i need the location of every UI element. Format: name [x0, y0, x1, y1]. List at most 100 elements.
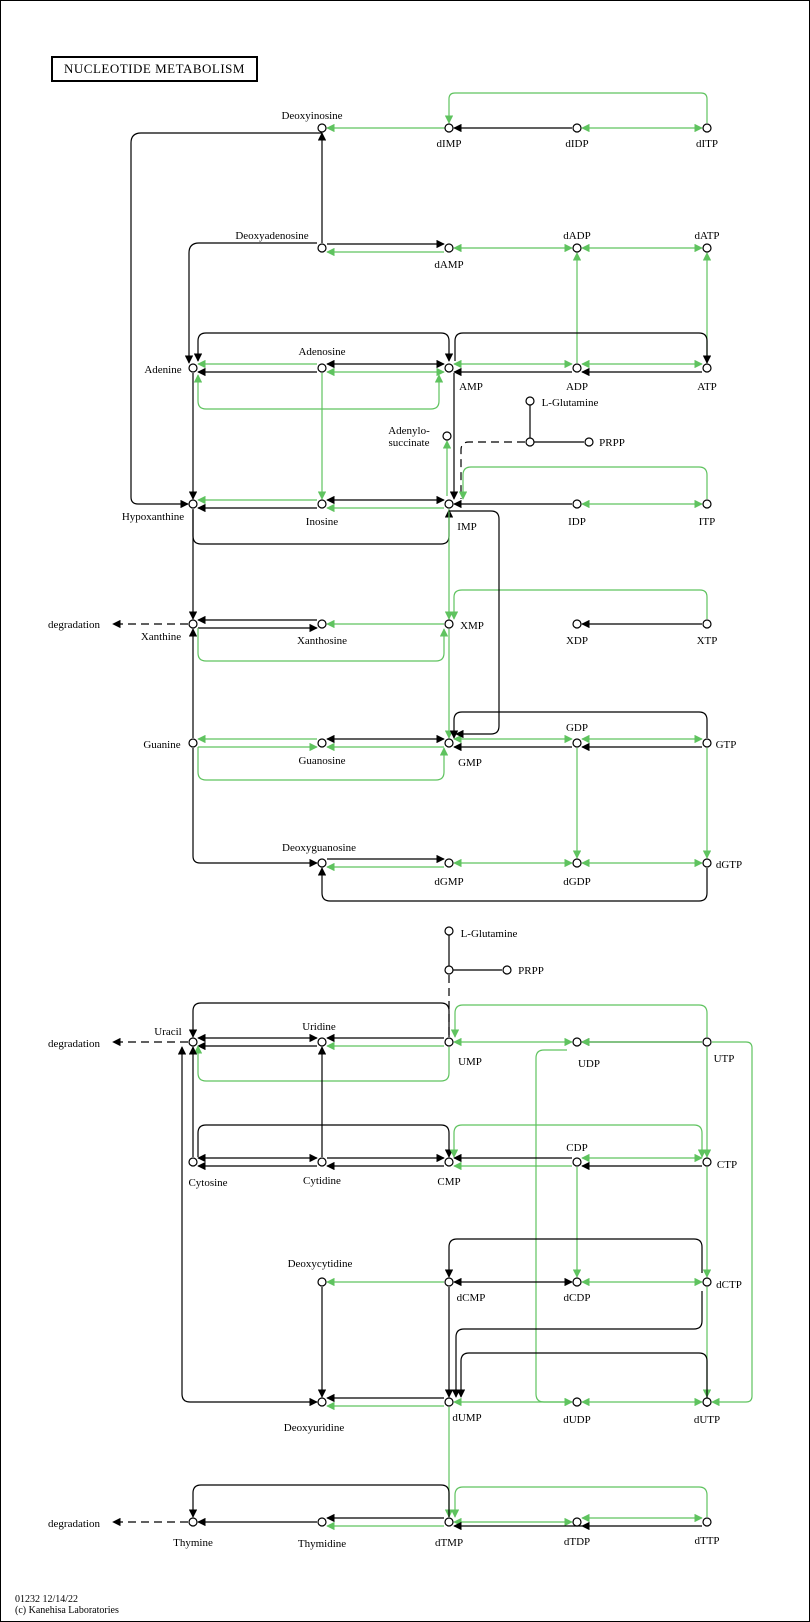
gdp-node[interactable] — [572, 738, 582, 748]
dimp-node[interactable] — [444, 123, 454, 133]
reaction-arrow[interactable] — [450, 1486, 708, 1518]
gdp-label[interactable]: GDP — [566, 722, 588, 734]
thymine-node[interactable] — [188, 1517, 198, 1527]
dump-node[interactable] — [444, 1397, 454, 1407]
ctp-label[interactable]: CTP — [717, 1159, 737, 1171]
degradation-3-label[interactable]: degradation — [48, 1518, 100, 1530]
ctp-node[interactable] — [702, 1157, 712, 1167]
dgdp-node[interactable] — [572, 858, 582, 868]
deoxyuridine-label[interactable]: Deoxyuridine — [284, 1422, 345, 1434]
xanthosine-node[interactable] — [317, 619, 327, 629]
reaction-arrow[interactable] — [177, 1046, 318, 1407]
utp-label[interactable]: UTP — [714, 1053, 735, 1065]
dgtp-node[interactable] — [702, 858, 712, 868]
deoxyinosine-label[interactable]: Deoxyinosine — [281, 110, 342, 122]
itp-node[interactable] — [702, 499, 712, 509]
cytidine-node[interactable] — [317, 1157, 327, 1167]
reaction-arrow[interactable] — [197, 1124, 454, 1158]
dadp-label[interactable]: dADP — [563, 230, 591, 242]
thymidine-node[interactable] — [317, 1517, 327, 1527]
guanosine-node[interactable] — [317, 738, 327, 748]
reaction-arrow[interactable] — [197, 628, 449, 662]
xmp-label[interactable]: XMP — [460, 620, 484, 632]
dgmp-label[interactable]: dGMP — [434, 876, 463, 888]
dudp-label[interactable]: dUDP — [563, 1414, 591, 1426]
gmp-label[interactable]: GMP — [458, 757, 482, 769]
reaction-arrow[interactable] — [449, 510, 500, 739]
deoxycytidine-node[interactable] — [317, 1277, 327, 1287]
adenine-label[interactable]: Adenine — [144, 364, 181, 376]
xtp-label[interactable]: XTP — [697, 635, 718, 647]
cmp-node[interactable] — [444, 1157, 454, 1167]
xanthine-label[interactable]: Xanthine — [141, 631, 181, 643]
ditp-label[interactable]: dITP — [696, 138, 718, 150]
dctp-node[interactable] — [702, 1277, 712, 1287]
dctp-label[interactable]: dCTP — [716, 1279, 742, 1291]
deoxyuridine-node[interactable] — [317, 1397, 327, 1407]
cdp-label[interactable]: CDP — [566, 1142, 587, 1154]
dump-label[interactable]: dUMP — [452, 1412, 481, 1424]
xdp-node[interactable] — [572, 619, 582, 629]
xanthosine-label[interactable]: Xanthosine — [297, 635, 347, 647]
guanosine-label[interactable]: Guanosine — [298, 755, 345, 767]
adenine-node[interactable] — [188, 363, 198, 373]
deoxyadenosine-node[interactable] — [317, 243, 327, 253]
prpp2-node[interactable] — [502, 965, 512, 975]
reaction-arrow[interactable] — [535, 1049, 573, 1407]
adenylo-2-label[interactable]: succinate — [389, 437, 430, 449]
uridine-node[interactable] — [317, 1037, 327, 1047]
dimp-label[interactable]: dIMP — [436, 138, 461, 150]
cytosine-node[interactable] — [188, 1157, 198, 1167]
xmp-node[interactable] — [444, 619, 454, 629]
reaction-arrow[interactable] — [450, 1004, 708, 1038]
dcmp-node[interactable] — [444, 1277, 454, 1287]
adp-label[interactable]: ADP — [566, 381, 588, 393]
reaction-arrow[interactable] — [188, 1484, 450, 1518]
utp-node[interactable] — [702, 1037, 712, 1047]
didp-label[interactable]: dIDP — [565, 138, 588, 150]
glu-junction1-node[interactable] — [525, 437, 535, 447]
udp-node[interactable] — [572, 1037, 582, 1047]
reaction-arrow[interactable] — [197, 747, 449, 781]
reaction-arrow[interactable] — [451, 1291, 703, 1398]
reaction-arrow[interactable] — [456, 1352, 708, 1407]
inosine-node[interactable] — [317, 499, 327, 509]
dttp-node[interactable] — [702, 1517, 712, 1527]
l-glutamine-top-label[interactable]: L-Glutamine — [542, 397, 599, 409]
atp-node[interactable] — [702, 363, 712, 373]
cytosine-label[interactable]: Cytosine — [188, 1177, 227, 1189]
guanine-node[interactable] — [188, 738, 198, 748]
reaction-arrow[interactable] — [192, 748, 318, 868]
reaction-arrow[interactable] — [193, 1045, 450, 1082]
dgtp-label[interactable]: dGTP — [716, 859, 742, 871]
reaction-arrow[interactable] — [460, 441, 525, 499]
gtp-label[interactable]: GTP — [716, 739, 737, 751]
reaction-arrow[interactable] — [184, 242, 317, 364]
datp-label[interactable]: dATP — [694, 230, 719, 242]
dudp-node[interactable] — [572, 1397, 582, 1407]
imp-label[interactable]: IMP — [457, 521, 477, 533]
reaction-arrow[interactable] — [317, 867, 708, 902]
atp-label[interactable]: ATP — [697, 381, 717, 393]
dcmp-label[interactable]: dCMP — [457, 1292, 486, 1304]
dttp-label[interactable]: dTTP — [694, 1535, 719, 1547]
deoxyadenosine-label[interactable]: Deoxyadenosine — [235, 230, 308, 242]
adenylo-1-label[interactable]: Adenylo- — [388, 425, 430, 437]
deoxyguanosine-label[interactable]: Deoxyguanosine — [282, 842, 356, 854]
idp-label[interactable]: IDP — [568, 516, 586, 528]
prpp-bottom-label[interactable]: PRPP — [518, 965, 544, 977]
cmp-label[interactable]: CMP — [437, 1176, 460, 1188]
ump-node[interactable] — [444, 1037, 454, 1047]
dtdp-node[interactable] — [572, 1517, 582, 1527]
reaction-arrow[interactable] — [193, 374, 444, 410]
map-title[interactable]: NUCLEOTIDE METABOLISM — [51, 56, 258, 82]
deoxyinosine-node[interactable] — [317, 123, 327, 133]
ump-label[interactable]: UMP — [458, 1056, 482, 1068]
hypoxanthine-label[interactable]: Hypoxanthine — [122, 511, 184, 523]
l-glutamine-bottom-label[interactable]: L-Glutamine — [461, 928, 518, 940]
degradation-1-label[interactable]: degradation — [48, 619, 100, 631]
prpp-top-label[interactable]: PRPP — [599, 437, 625, 449]
guanine-label[interactable]: Guanine — [143, 739, 180, 751]
dadp-node[interactable] — [572, 243, 582, 253]
deoxyguanosine-node[interactable] — [317, 858, 327, 868]
